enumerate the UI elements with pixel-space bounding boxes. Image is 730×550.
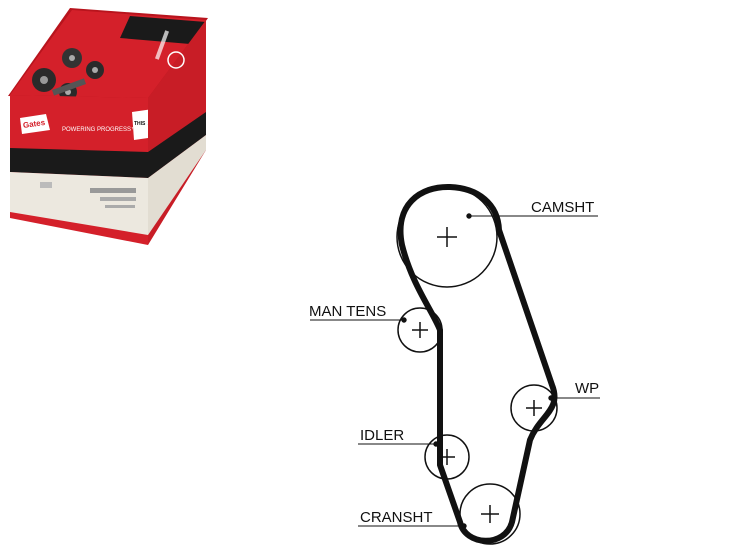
leader-lines bbox=[310, 213, 600, 529]
slogan-text: POWERING PROGRESS™ bbox=[62, 126, 137, 133]
box-top-stripe bbox=[120, 16, 206, 44]
crankshaft-pulley bbox=[459, 483, 521, 545]
water-pump-pulley bbox=[510, 384, 558, 432]
brand-logo-text: Gates bbox=[22, 118, 46, 130]
product-box: Gates POWERING PROGRESS™ THIS ▲ SIDE UP! bbox=[8, 8, 208, 245]
belt-diagram: CAMSHT MAN TENS WP IDLER CRANSHT bbox=[309, 183, 600, 545]
manual-tensioner-label: MAN TENS bbox=[309, 303, 386, 320]
box-front-band bbox=[10, 148, 148, 178]
box-side-band bbox=[148, 112, 206, 178]
crankshaft-label: CRANSHT bbox=[360, 509, 433, 526]
timing-belt bbox=[397, 183, 558, 544]
gates-logo: Gates bbox=[20, 114, 50, 134]
pulley-kit-image bbox=[32, 48, 104, 101]
camshaft-label: CAMSHT bbox=[531, 199, 594, 216]
camshaft-pulley bbox=[396, 186, 498, 288]
idler-label: IDLER bbox=[360, 427, 404, 444]
manual-tensioner-pulley bbox=[397, 307, 443, 353]
box-side-label bbox=[148, 135, 206, 235]
idler-pulley bbox=[424, 434, 470, 480]
water-pump-label: WP bbox=[575, 380, 599, 397]
